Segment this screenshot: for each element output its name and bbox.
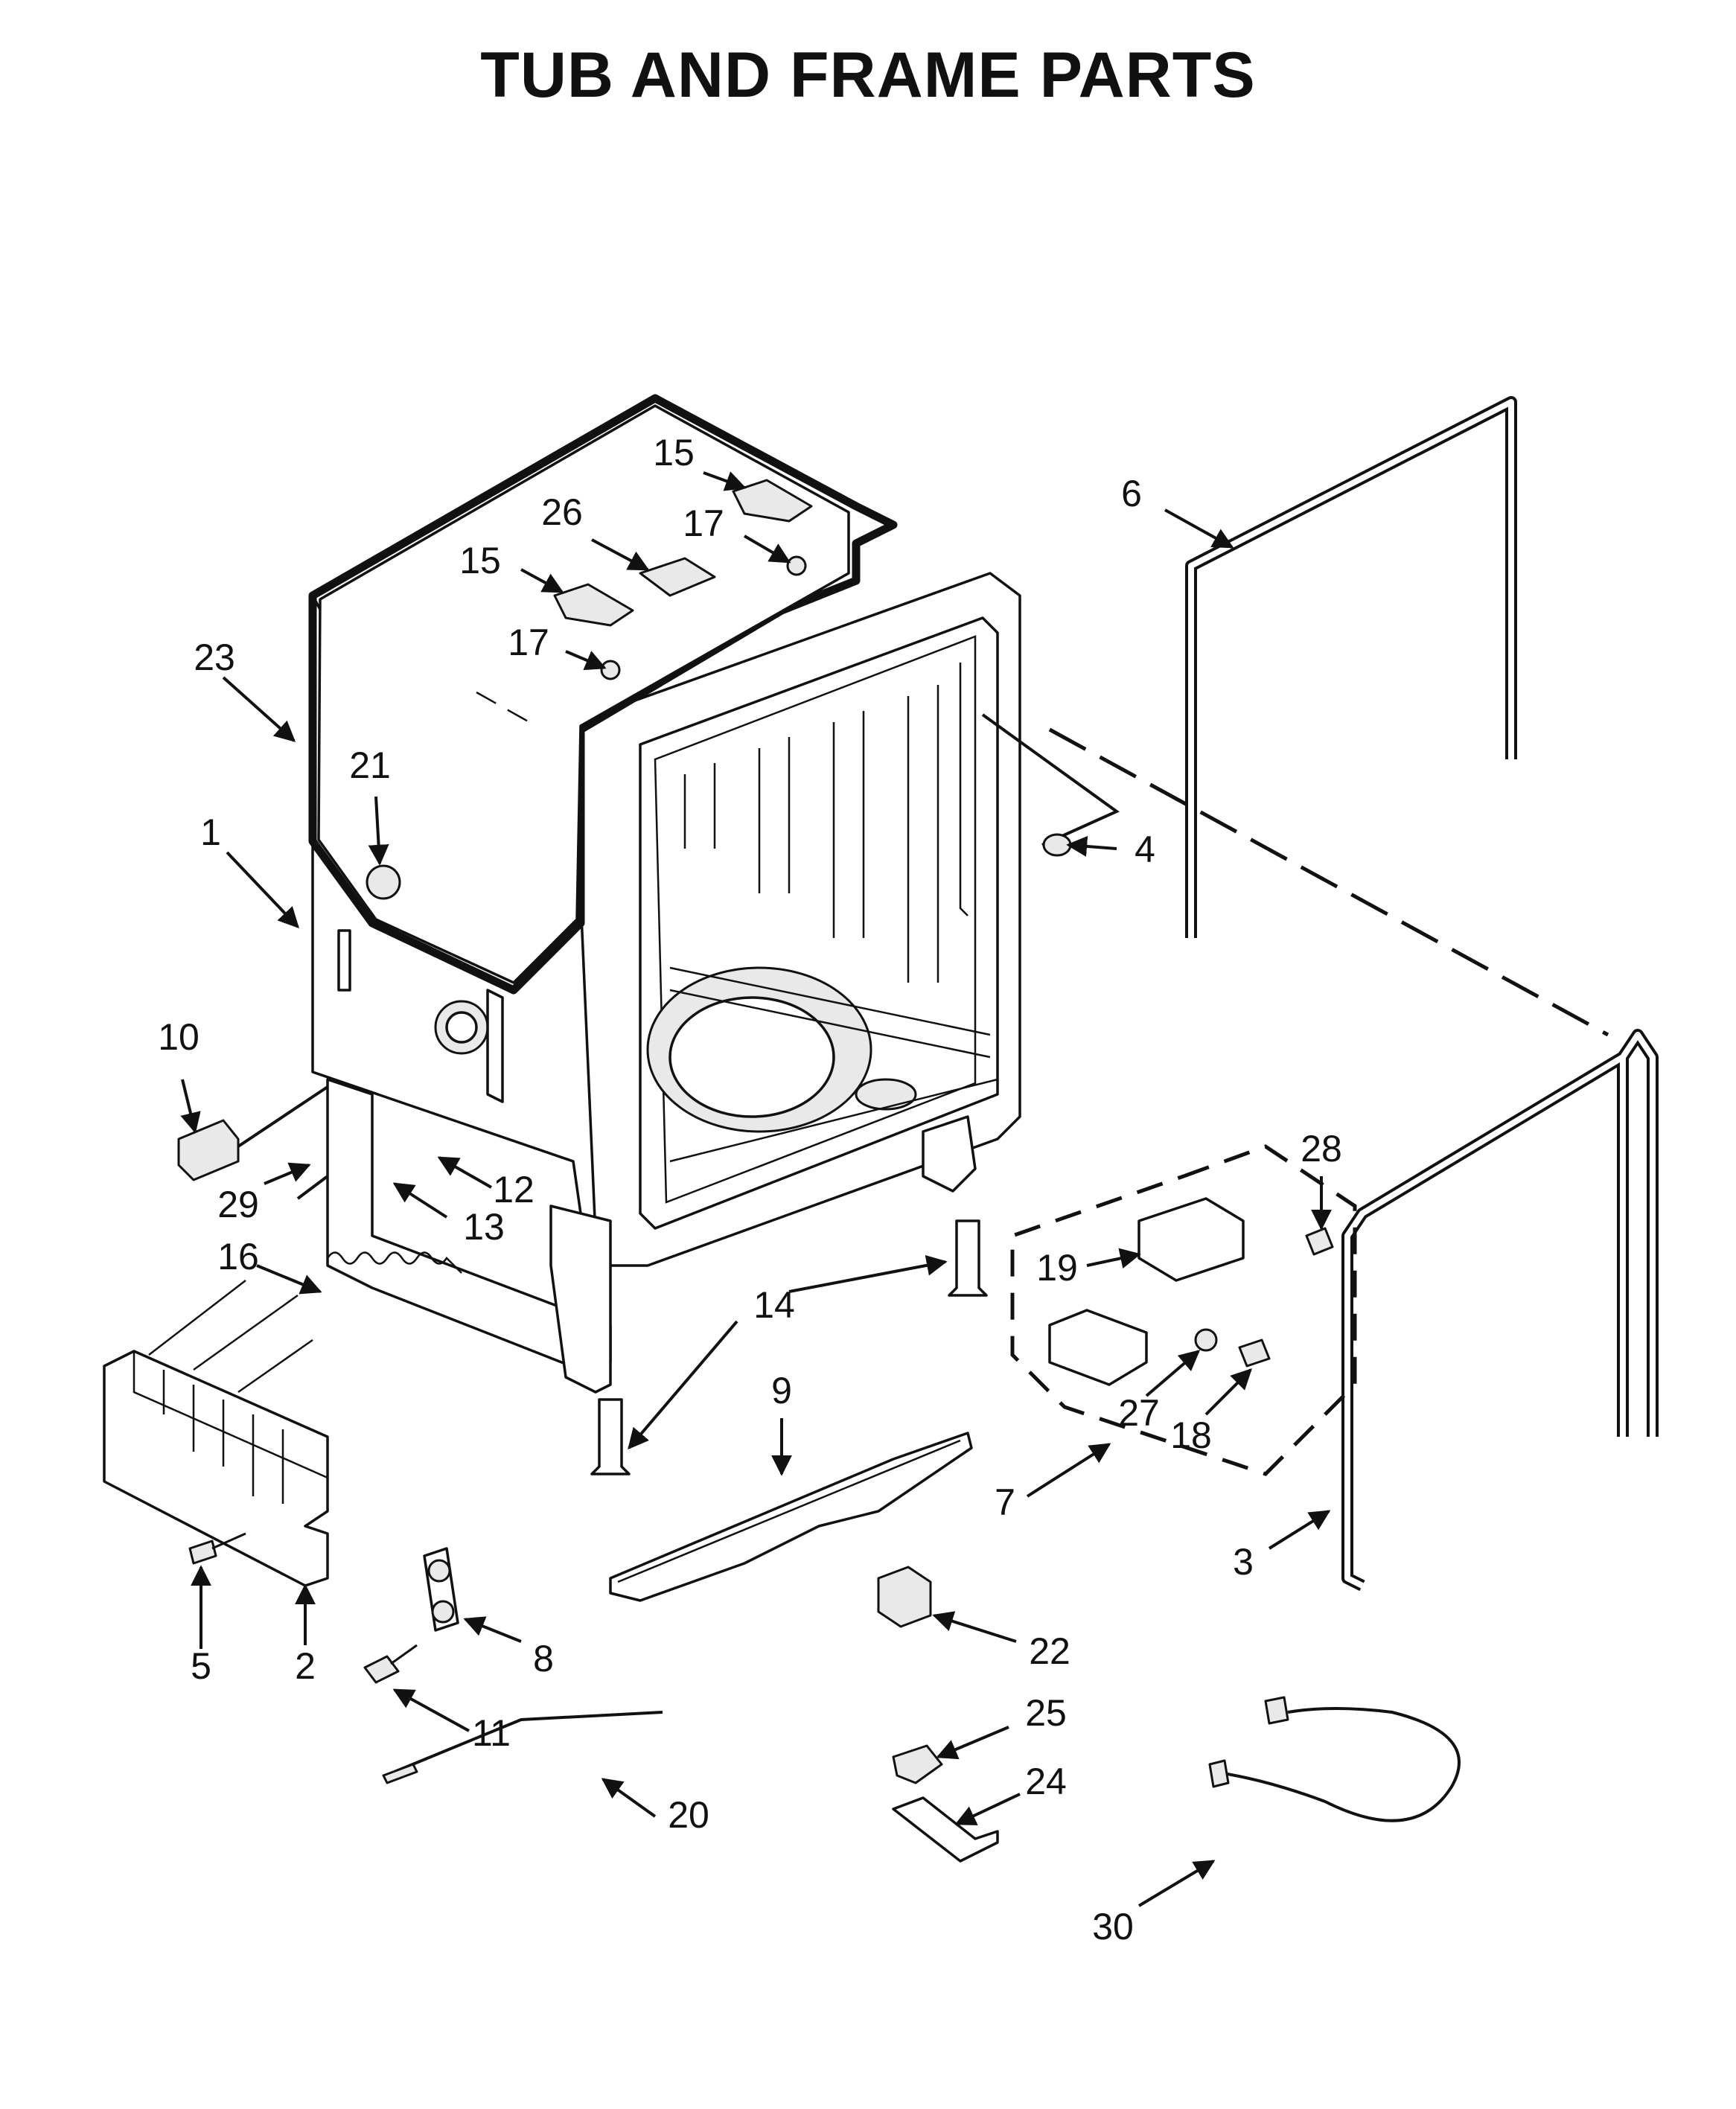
callout-5: 5	[191, 1645, 211, 1687]
toe-panel	[103, 1280, 329, 1587]
callout-27: 27	[1118, 1392, 1160, 1434]
callout-6: 6	[1121, 473, 1142, 514]
thermostat	[892, 1744, 943, 1784]
top-clip	[553, 583, 634, 627]
float-clip	[877, 1566, 932, 1628]
bolt	[363, 1644, 418, 1684]
callout-19: 19	[1036, 1247, 1078, 1289]
callout-7: 7	[995, 1481, 1015, 1523]
callout-2: 2	[295, 1645, 316, 1687]
wire	[394, 1711, 663, 1773]
callout-28: 28	[1301, 1128, 1342, 1170]
door-gasket-bottom	[1341, 1029, 1659, 1592]
plug	[1042, 833, 1072, 857]
callout-13: 13	[463, 1206, 505, 1248]
callout-9: 9	[771, 1370, 792, 1411]
callout-1: 1	[200, 811, 221, 853]
callout-29: 29	[217, 1184, 259, 1225]
callout-26: 26	[541, 491, 583, 533]
hinge-cover	[1137, 1197, 1245, 1282]
callout-25: 25	[1025, 1692, 1067, 1734]
wire-harness	[1213, 1707, 1461, 1822]
diagram-title: TUB AND FRAME PARTS	[480, 39, 1256, 111]
top-clip	[732, 479, 813, 523]
callout-17a: 17	[683, 502, 724, 544]
callout-17b: 17	[508, 622, 549, 663]
screw	[188, 1532, 246, 1565]
hinge	[1048, 1309, 1148, 1386]
callout-15a: 15	[653, 432, 695, 473]
callout-12: 12	[493, 1169, 534, 1210]
vent-bracket	[639, 557, 716, 597]
base-plate	[609, 1432, 973, 1602]
callout-16: 16	[217, 1236, 259, 1277]
callout-30: 30	[1092, 1906, 1134, 1947]
callout-15b: 15	[459, 540, 501, 581]
callout-20: 20	[668, 1794, 709, 1836]
callout-14: 14	[753, 1284, 795, 1326]
callout-21: 21	[349, 744, 391, 786]
leveling-leg	[590, 1398, 631, 1475]
callout-3: 3	[1233, 1541, 1254, 1583]
leader-lines	[180, 471, 1332, 1907]
callout-8: 8	[533, 1638, 554, 1679]
callout-4: 4	[1135, 829, 1155, 870]
tub-back-wall-ribs	[683, 663, 968, 983]
callout-18: 18	[1170, 1414, 1212, 1456]
thermostat-bracket	[892, 1796, 999, 1863]
tub-assembly	[308, 394, 1021, 1394]
hinge-bracket	[423, 1547, 459, 1632]
callout-22: 22	[1029, 1630, 1070, 1672]
callout-labels: 1 2 3 4 5 6 7 8 9 10 11 12 13 14 15 15 1…	[158, 432, 1342, 1947]
hinge-assembly-group	[1010, 1144, 1357, 1476]
callout-11: 11	[472, 1712, 511, 1754]
callout-24: 24	[1025, 1761, 1067, 1802]
callout-10: 10	[158, 1016, 200, 1058]
callout-23: 23	[194, 636, 235, 678]
leveling-leg	[948, 1219, 988, 1297]
door-gasket-top	[1185, 396, 1517, 938]
door-spring	[326, 1251, 462, 1274]
clip	[177, 1119, 240, 1181]
